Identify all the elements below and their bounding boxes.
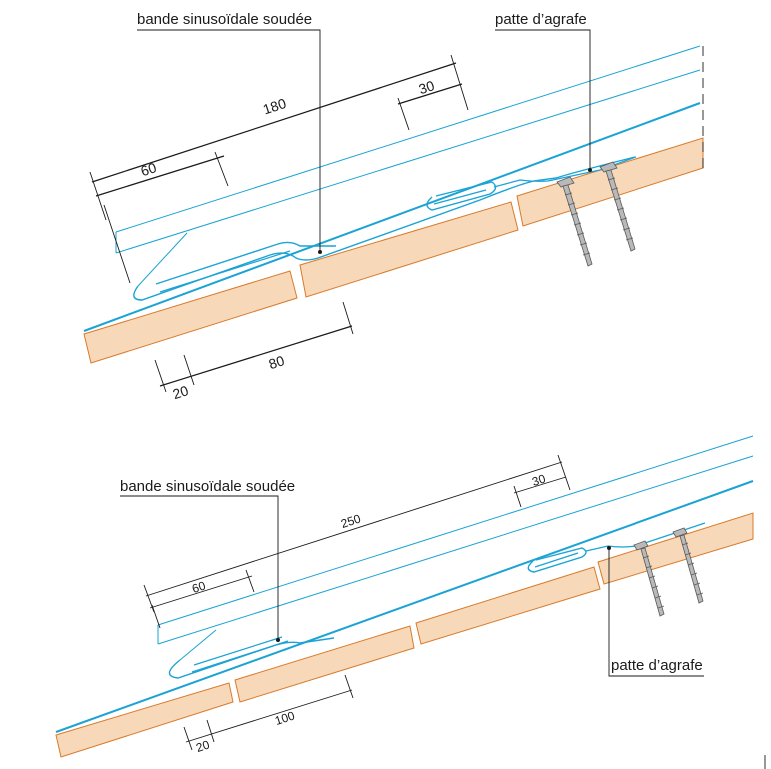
top-upper-sheet-inner — [115, 69, 701, 254]
top-upper-return — [137, 232, 188, 287]
top-clip-tab — [493, 156, 637, 188]
top-clip-loop-inner — [433, 189, 487, 205]
bottom-dim-30: 30 — [513, 471, 567, 508]
bottom-upper-sheet-outer — [157, 435, 754, 626]
top-callout-clip-label: patte d’agrafe — [495, 11, 587, 28]
top-screw-2 — [599, 161, 636, 252]
bottom-board-3 — [415, 566, 601, 645]
bottom-dim-100-label: 100 — [273, 708, 297, 728]
bottom-lower-sheet — [55, 480, 754, 733]
bottom-upper-return — [179, 629, 217, 661]
bottom-dim-20-100: 20 100 — [183, 674, 354, 755]
top-clip-loop — [426, 181, 497, 211]
top-sinusoidal-band-inner — [159, 250, 291, 293]
bottom-sinusoidal-band — [193, 636, 283, 666]
top-dim-20-label: 20 — [171, 382, 191, 402]
top-lower-sheet — [83, 102, 701, 332]
top-dim-60-label: 60 — [139, 159, 159, 179]
bottom-dim-60-label: 60 — [190, 578, 207, 596]
top-dim-80-label: 80 — [267, 352, 287, 372]
bottom-clip-loop — [527, 547, 587, 573]
top-board-middle — [299, 201, 519, 298]
bottom-callout-clip: patte d’agrafe — [607, 546, 704, 677]
bottom-dim-250-label: 250 — [339, 511, 363, 531]
top-callout-band: bande sinusoïdale soudée — [137, 11, 322, 254]
top-dim-20-80: 20 80 — [154, 301, 354, 402]
bottom-screw-1 — [633, 540, 665, 617]
bottom-dim-30-label: 30 — [530, 471, 547, 489]
bottom-board-1 — [55, 682, 234, 758]
bottom-detail: 250 60 30 20 100 bande sinusoïdale soudé… — [55, 435, 754, 758]
bottom-callout-clip-label: patte d’agrafe — [611, 657, 703, 674]
bottom-screw-2 — [672, 527, 704, 604]
top-screw-1 — [556, 176, 593, 267]
bottom-upper-sheet-inner — [157, 455, 754, 645]
top-dim-180-label: 180 — [261, 95, 288, 118]
top-dim-30-label: 30 — [417, 77, 437, 97]
bottom-board-4 — [597, 512, 754, 585]
top-dim-60: 60 — [95, 151, 229, 197]
bottom-dim-20-label: 20 — [194, 737, 211, 755]
top-upper-sheet-outer — [115, 45, 701, 233]
bottom-board-2 — [234, 625, 415, 703]
top-board-lower — [83, 270, 298, 364]
bottom-callout-band: bande sinusoïdale soudée — [120, 478, 295, 642]
bottom-callout-band-label: bande sinusoïdale soudée — [120, 478, 295, 495]
bottom-dim-60: 60 — [149, 569, 255, 609]
top-detail: 180 60 30 20 80 bande sinusoïdale soudée — [83, 11, 704, 402]
top-callout-clip: patte d’agrafe — [495, 11, 592, 172]
top-dim-180: 180 — [89, 54, 469, 284]
bottom-sinusoidal-band-inner — [191, 640, 289, 673]
bottom-clip-loop-inner — [534, 552, 579, 568]
top-callout-band-label: bande sinusoïdale soudée — [137, 11, 312, 28]
top-sinusoidal-band — [155, 241, 336, 285]
top-dim-30: 30 — [397, 77, 463, 131]
top-seam-fold — [133, 156, 636, 301]
